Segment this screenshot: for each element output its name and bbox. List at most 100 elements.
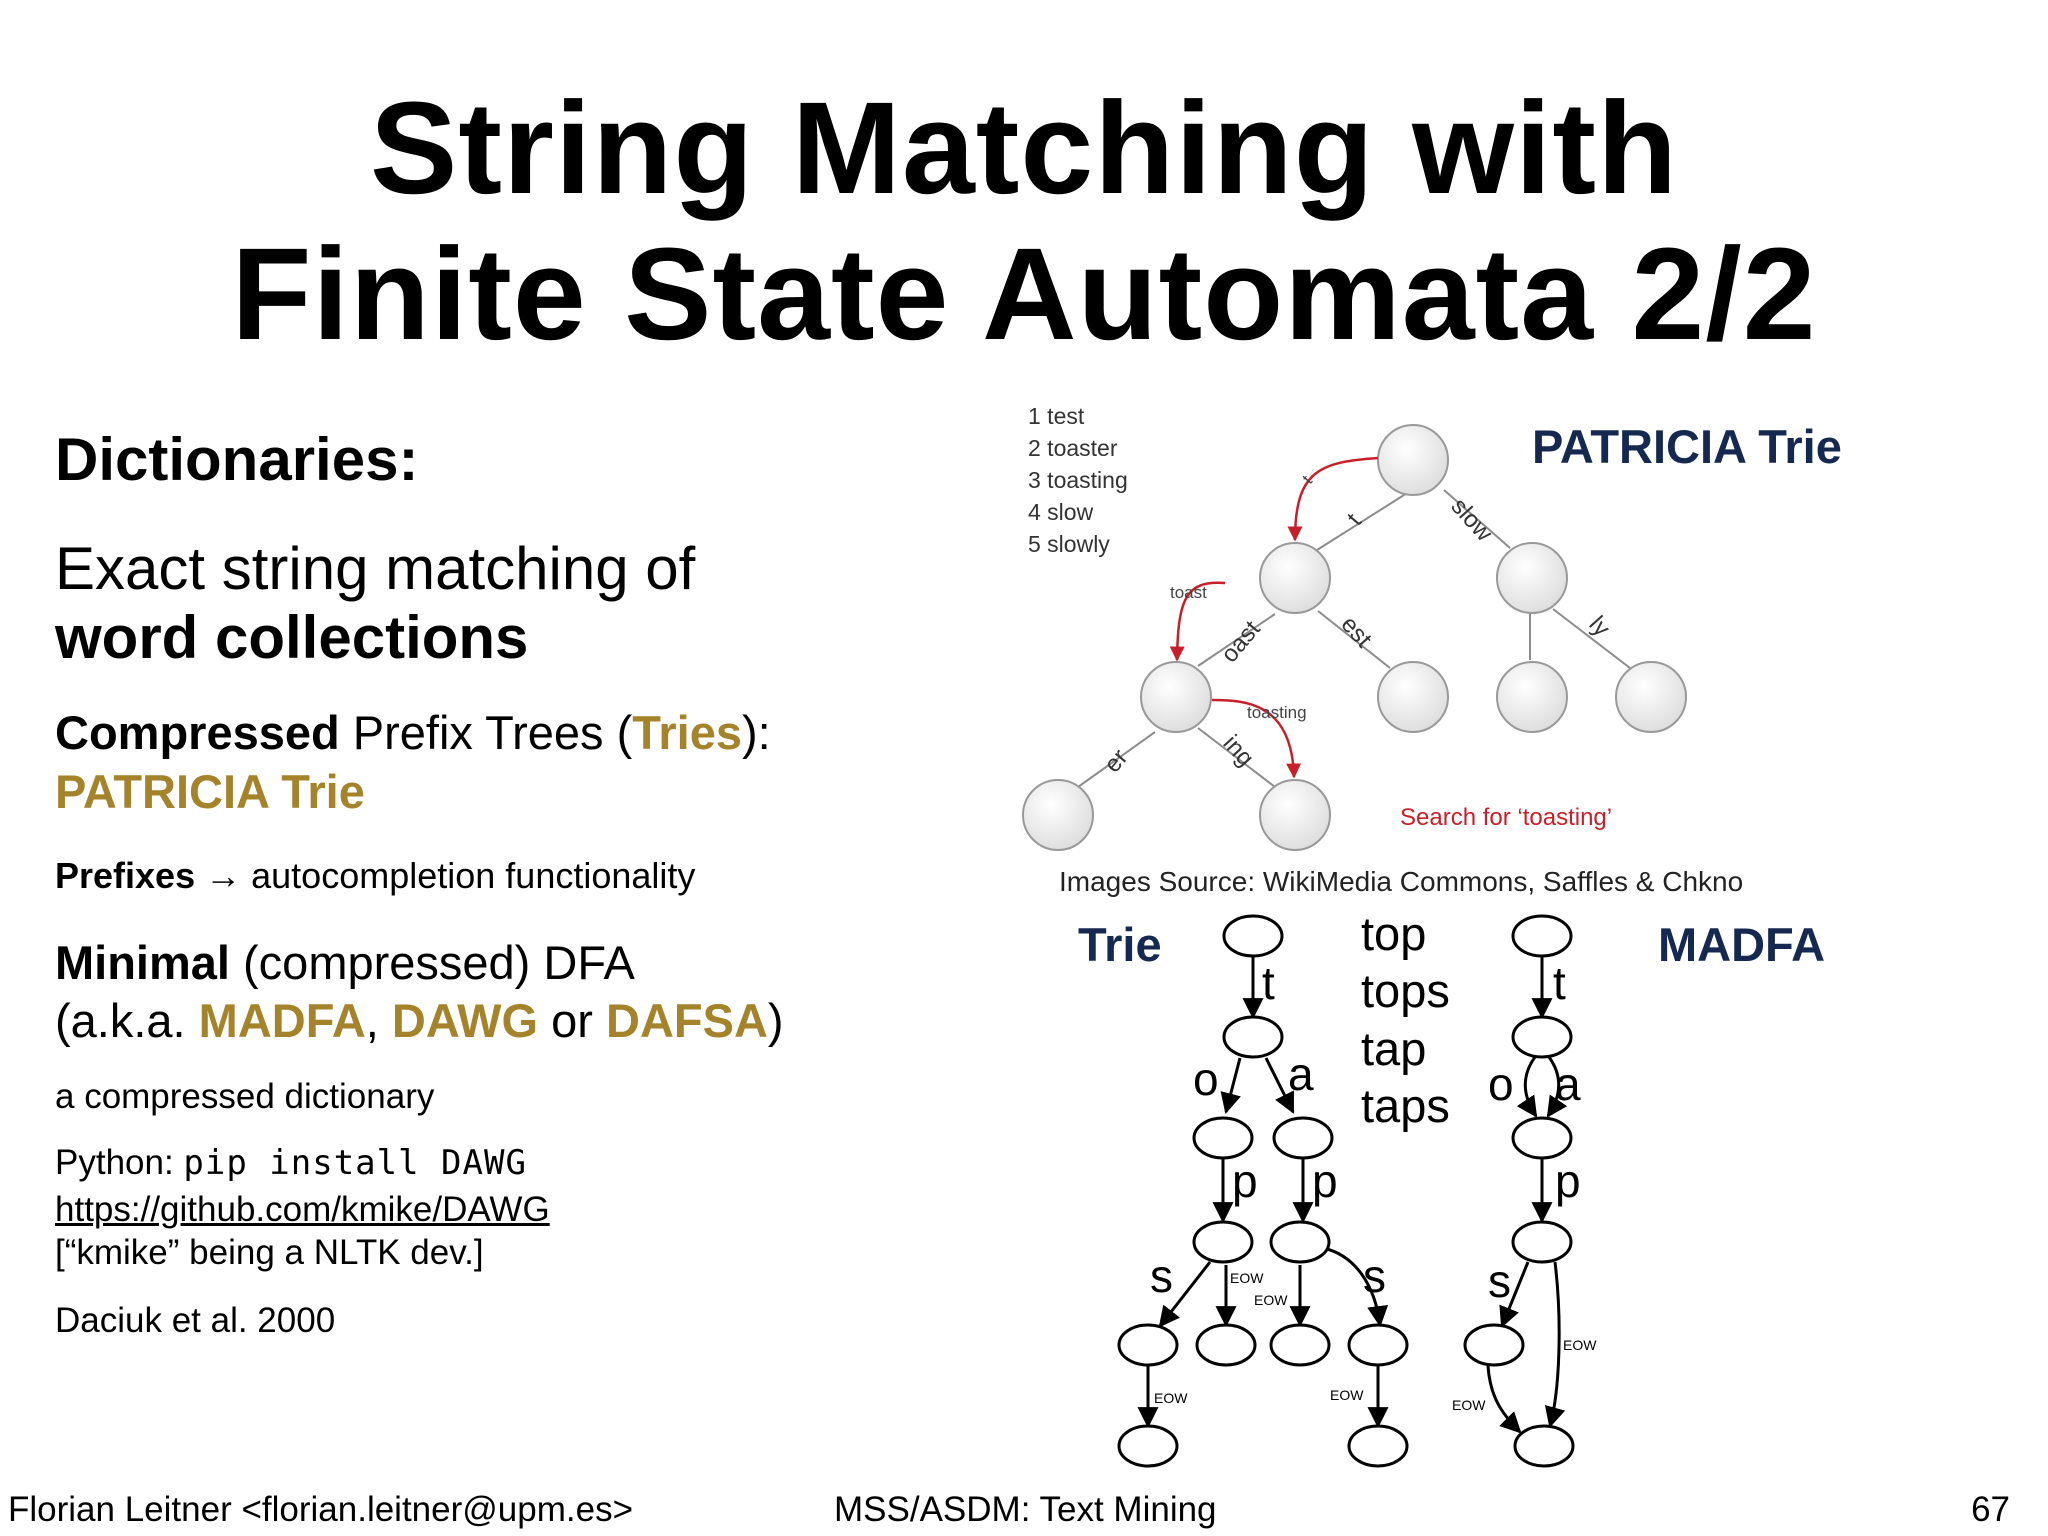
word-list-item: 2 toaster xyxy=(1028,435,1118,461)
madfa-node xyxy=(1513,1424,1575,1468)
patricia-trie-figure: PATRICIA Trie 1 test 2 toaster 3 toastin… xyxy=(1022,403,1842,851)
aka-line: (a.k.a. MADFA, DAWG or DAFSA) xyxy=(55,993,784,1048)
trie-node xyxy=(1195,1323,1257,1367)
eow-label: EOW xyxy=(1452,1397,1486,1413)
tree-node xyxy=(1615,661,1687,733)
word-list-item: 5 slowly xyxy=(1028,531,1110,557)
word-list-item: 3 toasting xyxy=(1028,467,1128,493)
madfa-label-s: s xyxy=(1488,1255,1511,1307)
footer-course: MSS/ASDM: Text Mining xyxy=(834,1490,1217,1529)
github-link[interactable]: https://github.com/kmike/DAWG xyxy=(55,1190,550,1229)
aka-close: ) xyxy=(767,994,784,1047)
aka-comma: , xyxy=(365,994,392,1047)
trie-node xyxy=(1222,914,1284,958)
trie-label-s: s xyxy=(1150,1250,1173,1302)
footer-author: Florian Leitner <florian.leitner@upm.es> xyxy=(8,1490,634,1529)
word-taps: taps xyxy=(1361,1079,1450,1132)
trie-label-s: s xyxy=(1363,1250,1386,1302)
tree-node xyxy=(1259,779,1331,851)
tree-edge xyxy=(1316,489,1413,551)
tree-edge xyxy=(1317,610,1391,669)
trie-figure: Trie t xyxy=(1078,914,1409,1468)
aka-or: or xyxy=(538,994,607,1047)
autocompletion-text: autocompletion functionality xyxy=(241,855,696,896)
page-number: 67 xyxy=(1971,1490,2010,1529)
madfa-title: MADFA xyxy=(1658,918,1825,971)
word-tops: tops xyxy=(1361,964,1450,1017)
trie-node xyxy=(1269,1220,1331,1264)
madfa-node xyxy=(1463,1323,1525,1367)
dawg-term: DAWG xyxy=(391,994,539,1047)
eow-label: EOW xyxy=(1230,1270,1264,1286)
minimal-dfa-line: Minimal (compressed) DFA xyxy=(55,935,635,990)
trie-node xyxy=(1222,1015,1284,1059)
edge-label-slow: slow xyxy=(1446,493,1499,547)
search-path-arrow xyxy=(1211,698,1302,779)
search-path-arrow xyxy=(1169,581,1226,662)
dafsa-term: DAFSA xyxy=(606,994,768,1047)
trie-label-a: a xyxy=(1288,1048,1314,1100)
tree-edge xyxy=(1077,731,1156,788)
madfa-edge xyxy=(1499,1261,1530,1328)
images-source: Images Source: WikiMedia Commons, Saffle… xyxy=(1059,866,1743,897)
madfa-term: MADFA xyxy=(198,994,366,1047)
compressed-bold: Compressed xyxy=(55,706,340,759)
trie-edge xyxy=(1264,1057,1295,1114)
trie-node xyxy=(1117,1323,1179,1367)
tree-edge xyxy=(1443,489,1511,549)
madfa-edge xyxy=(1544,1261,1566,1429)
eow-label: EOW xyxy=(1563,1337,1597,1353)
word-list-item: 4 slow xyxy=(1028,499,1094,525)
tries-close: ): xyxy=(741,706,771,759)
trie-label-o: o xyxy=(1193,1053,1219,1105)
tree-node xyxy=(1377,661,1449,733)
patricia-trie-term: PATRICIA Trie xyxy=(55,765,365,818)
edge-label-est: est xyxy=(1336,611,1378,653)
search-path-arrow xyxy=(1287,456,1379,542)
tree-node xyxy=(1259,542,1331,614)
search-label-toasting: toasting xyxy=(1247,703,1307,722)
aka-open: (a.k.a. xyxy=(55,994,199,1047)
patricia-title: PATRICIA Trie xyxy=(1532,420,1842,473)
madfa-node xyxy=(1511,914,1573,958)
trie-node xyxy=(1192,1220,1254,1264)
madfa-edge xyxy=(1516,1056,1538,1118)
word-list-item: 1 test xyxy=(1028,403,1085,429)
madfa-node xyxy=(1511,1220,1573,1264)
python-label: Python: xyxy=(55,1143,184,1182)
compressed-dictionary-text: a compressed dictionary xyxy=(55,1077,435,1116)
tree-node xyxy=(1140,661,1212,733)
madfa-label-o: o xyxy=(1488,1058,1514,1110)
search-label-toast: toast xyxy=(1170,583,1207,602)
trie-node xyxy=(1269,1323,1331,1367)
trie-label-p: p xyxy=(1232,1155,1258,1207)
dictionaries-heading: Dictionaries: xyxy=(55,426,419,493)
tree-node xyxy=(1496,542,1568,614)
slide-title-line2: Finite State Automata 2/2 xyxy=(231,220,1817,367)
madfa-node xyxy=(1511,1015,1573,1059)
trie-node xyxy=(1347,1323,1409,1367)
tree-node xyxy=(1377,424,1449,496)
tree-edge xyxy=(1197,727,1276,788)
eow-label: EOW xyxy=(1254,1292,1288,1308)
tree-edge xyxy=(1197,613,1276,667)
arrow-icon: → xyxy=(205,855,242,896)
tree-edge xyxy=(1552,608,1631,669)
trie-node xyxy=(1272,1116,1334,1160)
trie-edge xyxy=(1220,1057,1242,1115)
prefixes-bold: Prefixes xyxy=(55,855,196,896)
madfa-edge xyxy=(1546,1056,1568,1118)
eow-label: EOW xyxy=(1330,1387,1364,1403)
eow-label: EOW xyxy=(1154,1390,1188,1406)
madfa-edge xyxy=(1486,1365,1522,1434)
trie-node xyxy=(1192,1116,1254,1160)
tree-node xyxy=(1022,779,1094,851)
trie-title: Trie xyxy=(1078,918,1162,971)
madfa-node xyxy=(1511,1116,1573,1160)
exact-matching-line: Exact string matching of xyxy=(55,535,696,602)
trie-label-t: t xyxy=(1262,957,1275,1009)
edge-label-er: er xyxy=(1099,744,1133,778)
madfa-figure: MADFA t o a p s EOW EOW xyxy=(1452,914,1825,1468)
madfa-label-a: a xyxy=(1555,1058,1581,1110)
